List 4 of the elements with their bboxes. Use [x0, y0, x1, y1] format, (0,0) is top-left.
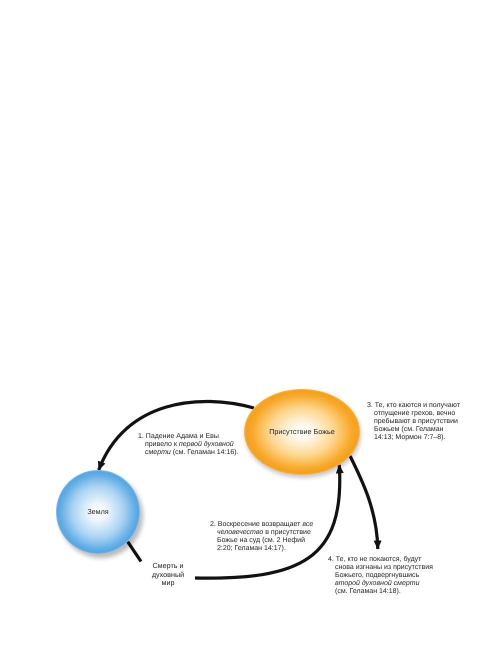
arrow	[348, 455, 382, 550]
arrow	[195, 464, 344, 580]
arrow	[97, 400, 254, 471]
connector-line	[126, 540, 142, 562]
